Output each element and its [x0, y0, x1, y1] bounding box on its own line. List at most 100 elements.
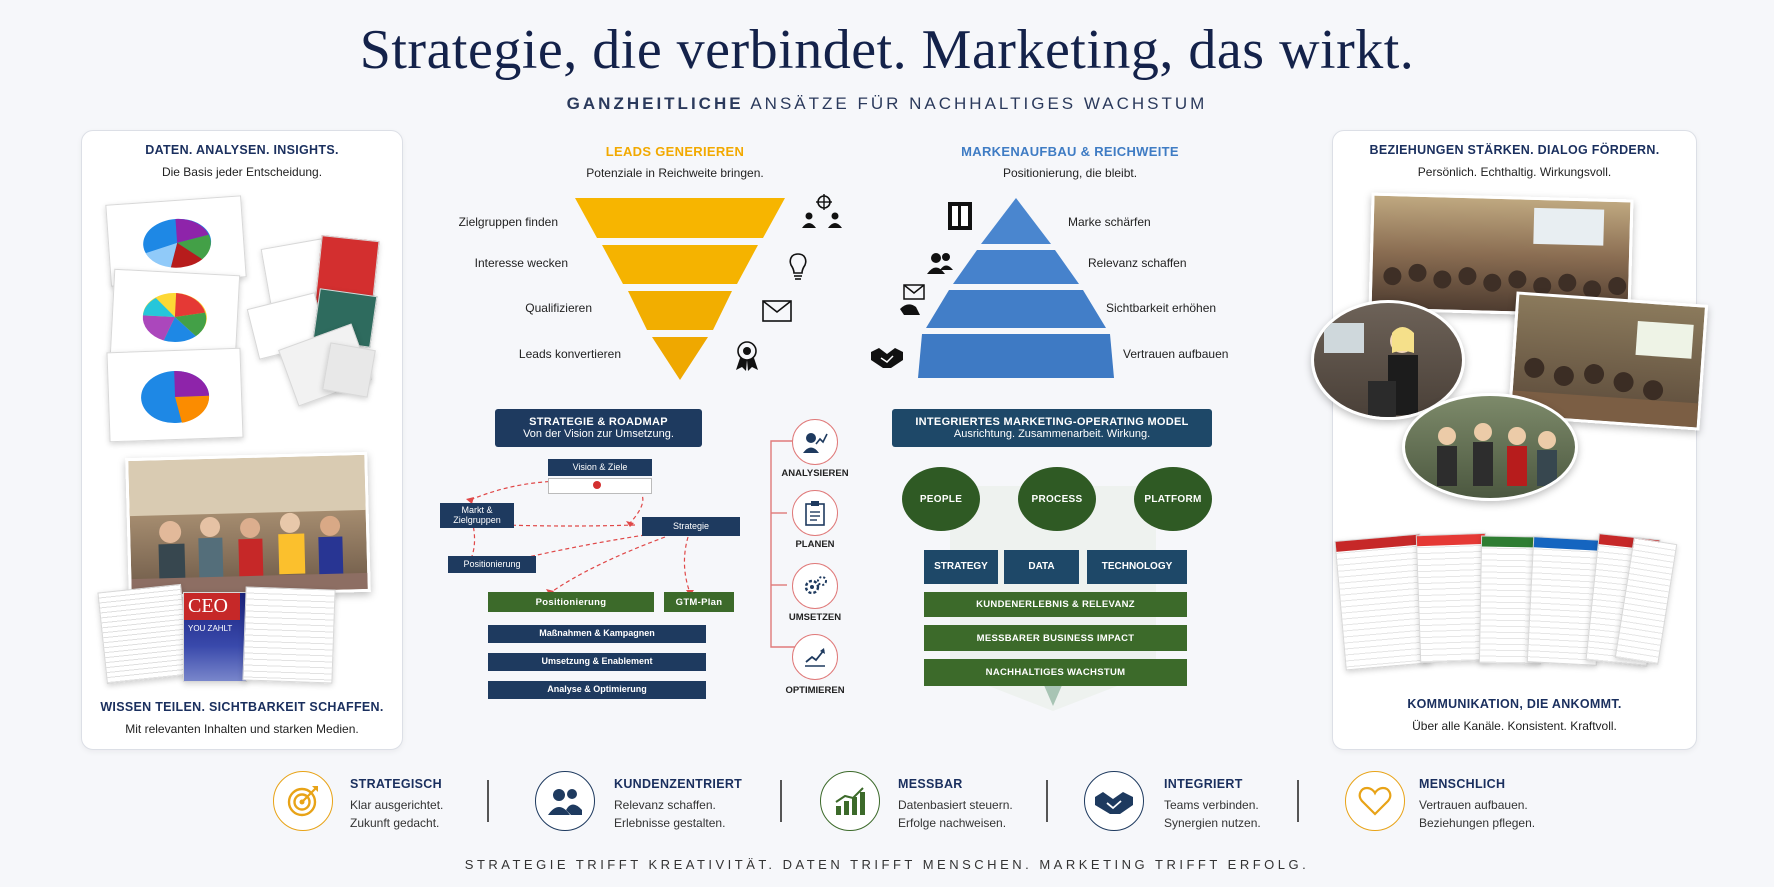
trend-chart-icon: [805, 648, 825, 667]
users-icon: [548, 789, 582, 815]
operating-model-title: INTEGRIERTES MARKETING-OPERATING MODEL: [915, 416, 1189, 428]
roadmap-node-vision: Vision & Ziele: [548, 459, 652, 476]
speaker-photo: [1311, 300, 1465, 420]
cycle-step-umsetzen: [792, 563, 838, 609]
analytics-icon: [803, 433, 828, 453]
pie-chart-image: [143, 218, 212, 268]
operating-model-subtitle: Ausrichtung. Zusammenarbeit. Wirkung.: [953, 428, 1151, 440]
feature-icon-menschlich: [1345, 771, 1405, 831]
lightbulb-icon: [789, 253, 807, 280]
audience-image: [1383, 207, 1627, 299]
feature-line: Zukunft gedacht.: [350, 816, 440, 830]
award-medal-icon: [736, 341, 758, 371]
feature-divider: [780, 780, 782, 822]
feature-line: Relevanz schaffen.: [614, 798, 716, 812]
roadmap-node-positionierung: Positionierung: [488, 592, 654, 612]
subtitle-bold: GANZHEITLICHE: [566, 94, 744, 113]
feature-icon-integriert: [1084, 771, 1144, 831]
operating-model-banner: INTEGRIERTES MARKETING-OPERATING MODEL A…: [892, 409, 1212, 447]
ceo-magazine-cover: CEO YOU ZAHLT: [183, 592, 247, 682]
handshake-icon: [1095, 792, 1133, 814]
left-card-top-subheading: Die Basis jeder Entscheidung.: [161, 165, 323, 179]
funnel-label: Leads konvertieren: [518, 347, 621, 361]
cycle-step-planen: [792, 490, 838, 536]
trust-handshake-icon: [871, 348, 903, 368]
brochure-page: [322, 342, 376, 398]
roadmap-node-gtm: GTM-Plan: [664, 592, 734, 612]
target-icon: [287, 786, 318, 817]
roadmap-banner: STRATEGIE & ROADMAP Von der Vision zur U…: [495, 409, 702, 447]
funnel-stage-4: [652, 337, 708, 380]
cycle-step-optimieren: [792, 634, 838, 680]
outreach-mail-icon: [900, 284, 925, 315]
feature-line: Teams verbinden.: [1164, 798, 1259, 812]
page-subtitle: GANZHEITLICHE ANSÄTZE FÜR NACHHALTIGES W…: [0, 94, 1774, 114]
brand-title: MARKENAUFBAU & REICHWEITE: [961, 144, 1179, 159]
pie-chart-report-1: [105, 195, 247, 287]
funnel-label: Interesse wecken: [474, 256, 568, 270]
pie-chart-image: [142, 292, 207, 343]
layer-kundenerlebnis: KUNDENERLEBNIS & RELEVANZ: [924, 592, 1187, 617]
heart-icon: [1358, 786, 1392, 816]
roadmap-node-positionierung-small: Positionierung: [448, 556, 536, 573]
funnel-stage-3: [628, 291, 732, 330]
right-card-top-heading: BEZIEHUNGEN STÄRKEN. DIALOG FÖRDERN.: [1369, 143, 1660, 157]
page-title: Strategie, die verbindet. Marketing, das…: [359, 19, 1415, 81]
feature-divider: [487, 780, 489, 822]
feature-divider: [1046, 780, 1048, 822]
cycle-label: OPTIMIEREN: [785, 685, 845, 696]
funnel-stage-2: [602, 245, 758, 284]
left-card-bottom-heading: WISSEN TEILEN. SICHTBARKEIT SCHAFFEN.: [100, 700, 384, 714]
funnel-label: Zielgruppen finden: [458, 215, 558, 229]
pillar-data: DATA: [1004, 550, 1079, 584]
cycle-label: ANALYSIEREN: [781, 468, 849, 479]
growth-chart-icon: [835, 787, 865, 815]
pyramid-label: Vertrauen aufbauen: [1123, 347, 1229, 361]
feature-line: Vertrauen aufbauen.: [1419, 798, 1528, 812]
subtitle-rest: ANSÄTZE FÜR NACHHALTIGES WACHSTUM: [743, 94, 1208, 113]
layer-wachstum: NACHHALTIGES WACHSTUM: [924, 659, 1187, 686]
pillar-people: PEOPLE: [902, 467, 980, 531]
brand-book-icon: [948, 202, 972, 230]
pyramid-level-4: [918, 334, 1114, 378]
pyramid-label: Marke schärfen: [1068, 215, 1151, 229]
cycle-connector: [770, 440, 805, 648]
pyramid-label: Relevanz schaffen: [1088, 256, 1187, 270]
feature-line: Klar ausgerichtet.: [350, 798, 444, 812]
roadmap-node-analyse: Analyse & Optimierung: [488, 681, 706, 699]
discussion-panel-photo: [1402, 393, 1578, 501]
right-card-bottom-heading: KOMMUNIKATION, DIE ANKOMMT.: [1407, 697, 1622, 711]
roadmap-node-markt: Markt & Zielgruppen: [440, 503, 514, 528]
leads-subtitle: Potenziale in Reichweite bringen.: [586, 166, 764, 180]
feature-divider: [1297, 780, 1299, 822]
feature-title: MESSBAR: [898, 777, 963, 791]
magazine-subtitle: YOU ZAHLT: [188, 624, 233, 633]
right-card-bottom-subheading: Über alle Kanäle. Konsistent. Kraftvoll.: [1412, 719, 1617, 733]
team-meeting-photo: [125, 451, 371, 599]
pyramid-level-3: [926, 290, 1106, 328]
cycle-step-analysieren: [792, 419, 838, 465]
feature-icon-kundenzentriert: [535, 771, 595, 831]
meeting-people-image: [128, 454, 371, 599]
feature-line: Synergien nutzen.: [1164, 816, 1261, 830]
feature-line: Beziehungen pflegen.: [1419, 816, 1536, 830]
clipboard-icon: [805, 501, 825, 526]
pillar-process: PROCESS: [1018, 467, 1096, 531]
pyramid-level-2: [953, 250, 1079, 284]
community-icon: [927, 253, 953, 274]
gears-icon: [804, 576, 827, 595]
funnel-stage-1: [575, 198, 785, 238]
roadmap-node-umsetzung: Umsetzung & Enablement: [488, 653, 706, 671]
roadmap-node-massnahmen: Maßnahmen & Kampagnen: [488, 625, 706, 643]
pillar-strategy: STRATEGY: [924, 550, 998, 584]
pie-chart-image: [141, 370, 210, 424]
vision-detail-strip: [548, 478, 652, 494]
left-card-bottom-subheading: Mit relevanten Inhalten und starken Medi…: [125, 722, 359, 736]
footer-tagline: STRATEGIE TRIFFT KREATIVITÄT. DATEN TRIF…: [464, 857, 1310, 872]
conference-audience-photo: [1368, 192, 1634, 318]
roadmap-node-strategie: Strategie: [642, 517, 740, 536]
feature-icon-messbar: [820, 771, 880, 831]
feature-title: KUNDENZENTRIERT: [614, 777, 743, 791]
mail-icon: [762, 300, 792, 322]
newspaper-clipping: [97, 583, 191, 685]
